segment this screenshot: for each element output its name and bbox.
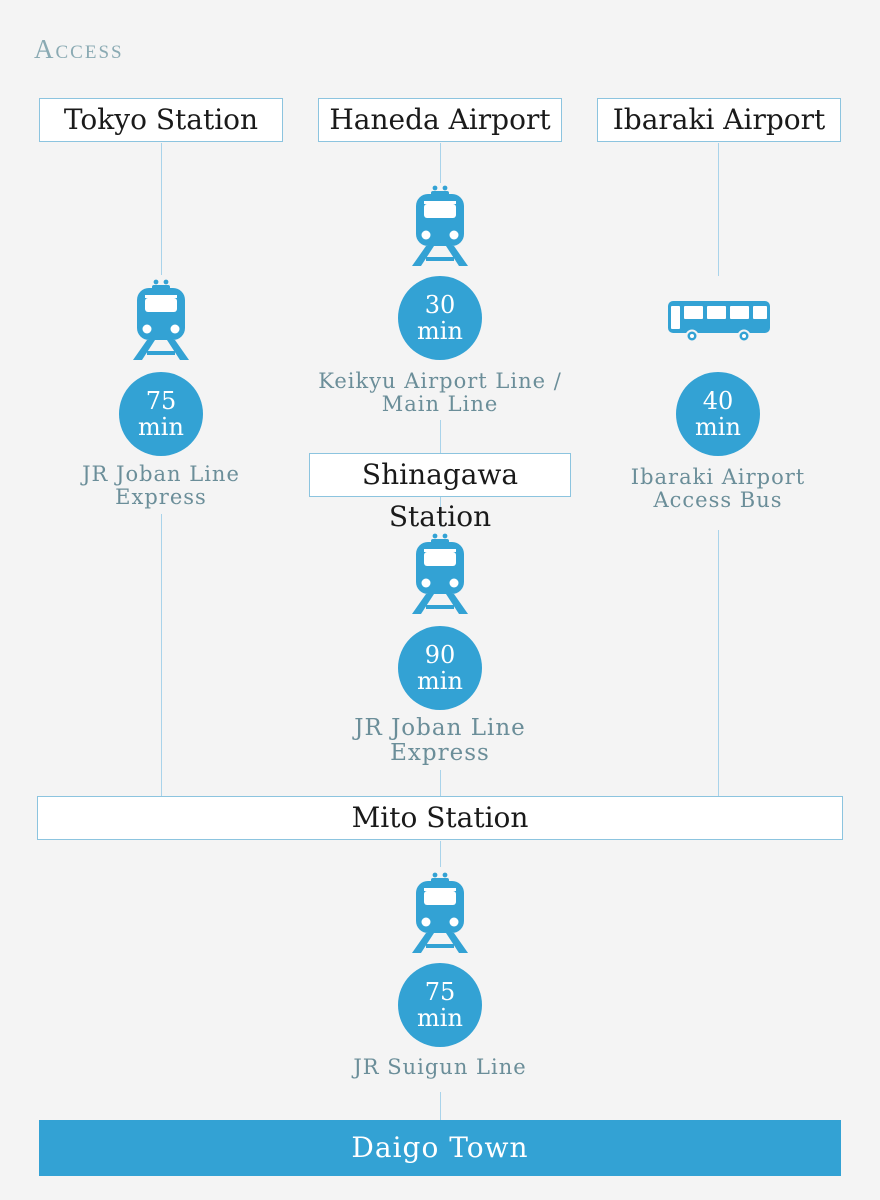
connector-daigo	[440, 1092, 441, 1120]
route-line-1: JR Joban Line	[82, 462, 240, 486]
connector-ibaraki-lower	[718, 530, 719, 797]
connector-haneda-top	[440, 143, 441, 183]
route-line-1: Keikyu Airport Line /	[318, 369, 562, 393]
train-icon	[412, 533, 468, 614]
route-label: Ibaraki Airport Access Bus	[588, 466, 848, 512]
travel-time-badge: 75 min	[119, 372, 203, 456]
travel-time-unit: min	[417, 317, 463, 345]
connector-haneda-shinagawa	[440, 420, 441, 454]
route-line-1: Ibaraki Airport	[630, 465, 806, 489]
route-line-2: Main Line	[381, 392, 499, 416]
bus-icon	[668, 301, 770, 342]
travel-time-unit: min	[695, 413, 741, 441]
travel-time-value: 75	[424, 978, 456, 1006]
route-line-1: JR Joban Line	[354, 715, 526, 741]
travel-time-badge: 30 min	[398, 276, 482, 360]
route-label: JR Suigun Line	[310, 1056, 570, 1079]
train-icon	[412, 185, 468, 266]
travel-time-badge: 40 min	[676, 372, 760, 456]
station-mito: Mito Station	[37, 796, 843, 840]
page-title: Access	[34, 34, 124, 64]
route-label: JR Joban Line Express	[31, 463, 291, 509]
route-line-2: Express	[115, 485, 207, 509]
train-icon	[412, 872, 468, 953]
destination-daigo-town: Daigo Town	[39, 1120, 841, 1176]
route-label: Keikyu Airport Line / Main Line	[310, 370, 570, 416]
train-icon	[133, 279, 189, 360]
travel-time-unit: min	[138, 413, 184, 441]
travel-time-value: 40	[702, 387, 734, 415]
station-haneda: Haneda Airport	[318, 98, 562, 142]
connector-ibaraki-upper	[718, 143, 719, 276]
travel-time-badge: 90 min	[398, 626, 482, 710]
travel-time-unit: min	[417, 667, 463, 695]
connector-shinagawa-mito	[440, 770, 441, 797]
station-tokyo: Tokyo Station	[39, 98, 283, 142]
travel-time-badge: 75 min	[398, 963, 482, 1047]
route-line-2: Access Bus	[653, 488, 783, 512]
connector-tokyo-upper	[161, 143, 162, 275]
travel-time-value: 30	[424, 291, 456, 319]
connector-shinagawa-down	[440, 497, 441, 527]
route-line-1: JR Suigun Line	[353, 1055, 527, 1079]
travel-time-value: 90	[424, 641, 456, 669]
connector-tokyo-lower	[161, 514, 162, 797]
connector-mito-down	[440, 841, 441, 867]
route-label: JR Joban Line Express	[310, 716, 570, 766]
station-ibaraki-airport: Ibaraki Airport	[597, 98, 841, 142]
travel-time-value: 75	[145, 387, 177, 415]
route-line-2: Express	[390, 740, 490, 766]
travel-time-unit: min	[417, 1004, 463, 1032]
station-shinagawa: Shinagawa Station	[309, 453, 571, 533]
